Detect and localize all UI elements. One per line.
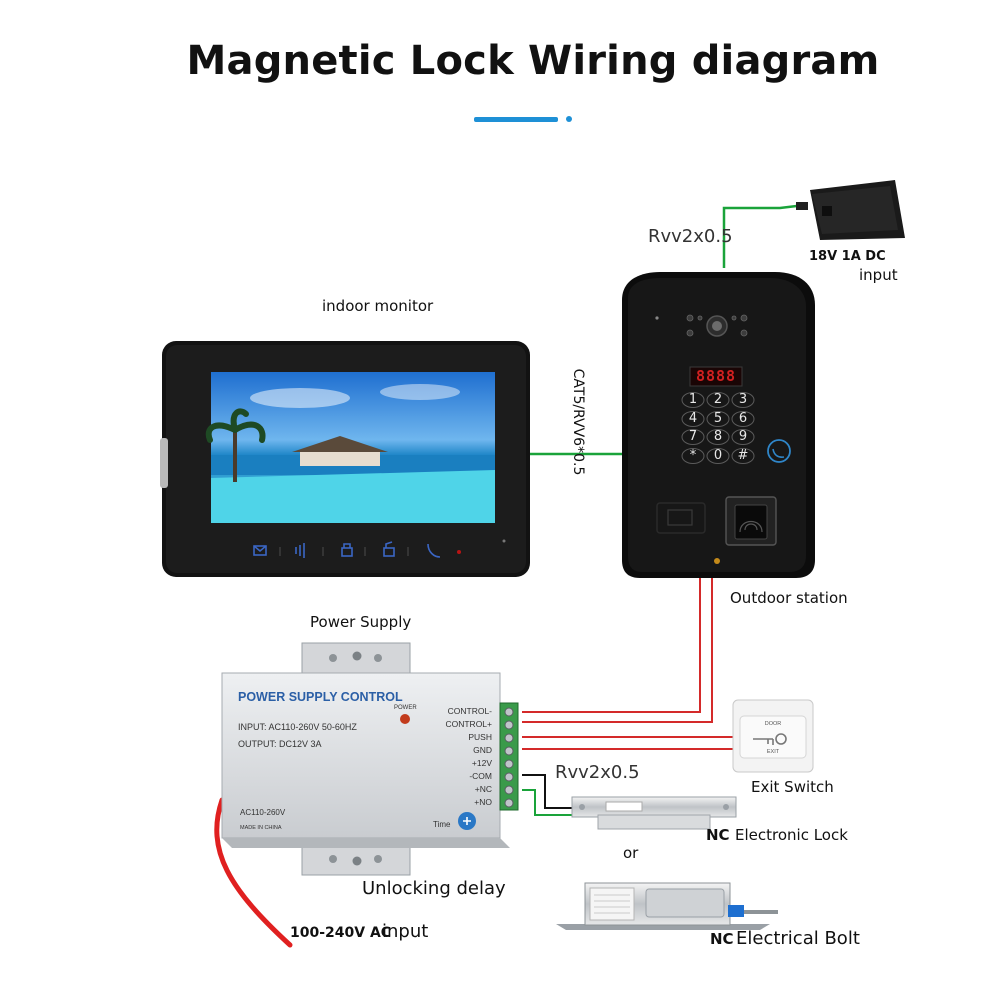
terminal-screw: [504, 733, 514, 743]
psu-terminal-label: -COM: [469, 771, 492, 781]
keypad-key: #: [737, 448, 749, 463]
keypad-key-ring: [706, 411, 730, 427]
keypad-key-ring: [681, 448, 705, 464]
keypad-key: 8: [713, 429, 723, 444]
keypad-key-ring: [681, 429, 705, 445]
label-outdoor-station: Outdoor station: [730, 589, 848, 607]
keypad-key: 0: [713, 448, 723, 463]
exit-switch-device: [732, 699, 814, 773]
wire-com: [522, 774, 572, 809]
keypad-key-ring: [731, 448, 755, 464]
indoor-monitor-device: [160, 341, 530, 577]
label-electrical-bolt-nc: NC: [710, 930, 734, 948]
label-unlocking-delay: Unlocking delay: [362, 878, 506, 899]
terminal-screw: [504, 798, 514, 808]
electronic-lock-device: [571, 796, 737, 830]
label-electrical-bolt: Electrical Bolt: [736, 928, 860, 949]
psu-time-knob: Time: [433, 820, 451, 829]
exit-button-top: DOOR: [764, 721, 782, 727]
label-or: or: [623, 844, 639, 862]
terminal-screw: [504, 746, 514, 756]
keypad-key: 2: [713, 392, 723, 407]
keypad-key-ring: [706, 392, 730, 408]
keypad-key-ring: [706, 448, 730, 464]
psu-heading: POWER SUPPLY CONTROL: [238, 690, 403, 704]
title-underline: [474, 117, 558, 122]
label-cable-cat5: CAT5/RVV6*0.5: [570, 368, 586, 476]
label-exit-switch: Exit Switch: [751, 778, 834, 796]
label-power-supply: Power Supply: [310, 613, 412, 631]
keypad-key: 7: [688, 429, 698, 444]
outdoor-station-device: [622, 272, 815, 578]
electrical-bolt-device: [556, 882, 778, 930]
keypad-key: 5: [713, 411, 723, 426]
label-dc-input-spec: 18V 1A DC: [809, 249, 886, 264]
terminal-screw: [504, 785, 514, 795]
label-cable-lock: Rvv2x0.5: [555, 762, 640, 783]
psu-power-led-label: POWER: [394, 705, 417, 711]
keypad-key: 9: [738, 429, 748, 444]
terminal-screw: [504, 720, 514, 730]
wire-ac-input: [214, 797, 293, 948]
psu-terminal-label: CONTROL-: [447, 706, 492, 716]
keypad-key: *: [689, 448, 697, 463]
label-electronic-lock-nc: NC: [706, 826, 730, 844]
terminal-screw: [504, 759, 514, 769]
keypad-key-ring: [731, 429, 755, 445]
dc-adapter-device: [796, 180, 905, 240]
title-dot: [566, 116, 572, 122]
exit-button-bottom: EXIT: [766, 749, 780, 755]
wire-control-neg: [522, 578, 701, 713]
keypad-key-ring: [731, 392, 755, 408]
psu-terminal-label: +12V: [471, 758, 492, 768]
terminal-screw: [504, 707, 514, 717]
wire-control-pos: [522, 578, 713, 723]
label-electronic-lock: Electronic Lock: [735, 826, 848, 844]
keypad: [681, 392, 755, 464]
psu-made-in: MADE IN CHINA: [240, 825, 282, 831]
psu-terminal-label: PUSH: [468, 732, 492, 742]
keypad-key-ring: [706, 429, 730, 445]
keypad-key-ring: [731, 411, 755, 427]
wire-dc-input: [722, 203, 806, 268]
keypad-key-ring: [681, 392, 705, 408]
terminal-block: [504, 707, 514, 808]
psu-ac-tag: AC110-260V: [240, 808, 286, 817]
psu-terminal-label: +NC: [474, 784, 492, 794]
psu-terminal-label: CONTROL+: [445, 719, 492, 729]
label-ac-input: input: [382, 921, 429, 942]
keypad-key: 1: [688, 392, 698, 407]
psu-input-spec: INPUT: AC110-260V 50-60HZ: [238, 722, 357, 732]
page-title: Magnetic Lock Wiring diagram: [186, 38, 880, 84]
label-dc-input: input: [859, 266, 898, 284]
keypad-key: 3: [738, 392, 748, 407]
psu-terminal-label: +NO: [474, 797, 492, 807]
power-supply-device: [221, 642, 519, 876]
psu-terminal-label: GND: [473, 745, 492, 755]
keypad-key-ring: [681, 411, 705, 427]
label-indoor-monitor: indoor monitor: [322, 297, 434, 315]
label-cable-top: Rvv2x0.5: [648, 226, 733, 247]
wire-nc: [522, 789, 572, 816]
keypad-key: 6: [738, 411, 748, 426]
keypad-key: 4: [688, 411, 698, 426]
terminal-screw: [504, 772, 514, 782]
psu-output-spec: OUTPUT: DC12V 3A: [238, 739, 322, 749]
led-display: 8888: [695, 367, 737, 385]
label-ac-input-spec: 100-240V AC: [290, 925, 392, 941]
